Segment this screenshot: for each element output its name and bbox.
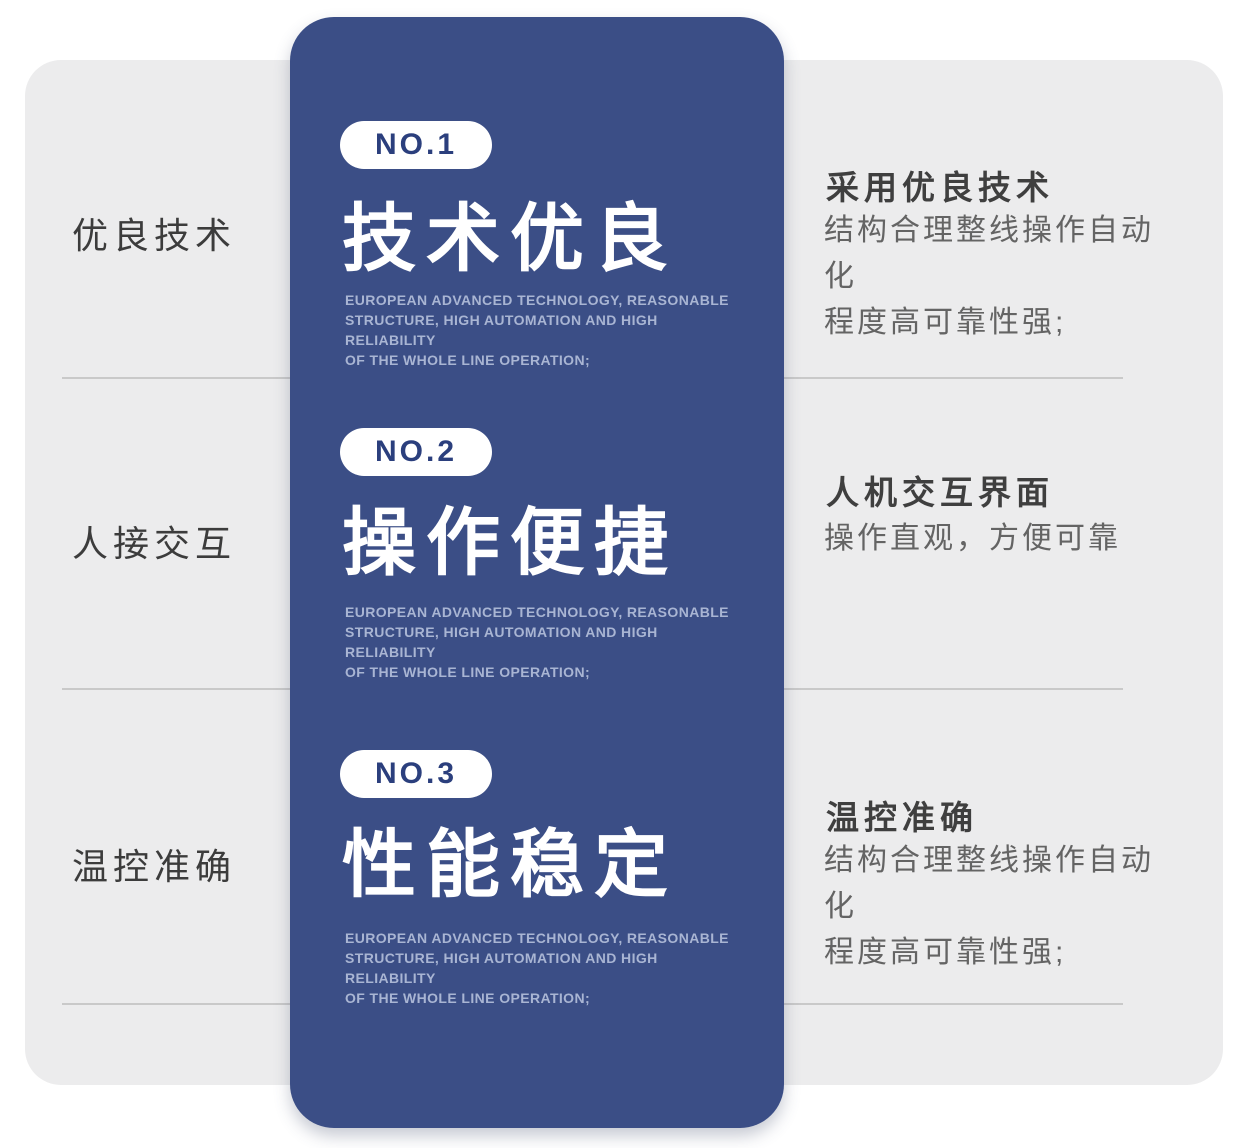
right-body-section-3: 结构合理整线操作自动化 程度高可靠性强;	[824, 838, 1184, 976]
rank-badge-no2: NO.2	[340, 428, 492, 476]
right-body-section-1-line-1: 结构合理整线操作自动化	[824, 214, 1154, 293]
feature-english-text-3-line-1: EUROPEAN ADVANCED TECHNOLOGY, REASONABLE	[345, 930, 729, 946]
feature-english-text-2-line-3: OF THE WHOLE LINE OPERATION;	[345, 664, 591, 680]
blue-feature-panel: NO.1 技术优良 EUROPEAN ADVANCED TECHNOLOGY, …	[290, 17, 784, 1128]
feature-english-text-1-line-3: OF THE WHOLE LINE OPERATION;	[345, 352, 591, 368]
rank-badge-no3-label: NO.3	[374, 757, 458, 790]
right-body-section-2: 操作直观，方便可靠	[824, 516, 1184, 562]
left-label-section-2: 人接交互	[72, 523, 237, 564]
left-label-section-3: 温控准确	[72, 846, 237, 887]
right-body-section-1-line-2: 程度高可靠性强;	[824, 306, 1067, 339]
feature-title-3: 性能稳定	[342, 823, 678, 906]
rank-badge-no3: NO.3	[340, 750, 492, 798]
feature-title-2: 操作便捷	[342, 501, 678, 584]
feature-english-text-2-line-1: EUROPEAN ADVANCED TECHNOLOGY, REASONABLE	[345, 604, 729, 620]
feature-english-text-3: EUROPEAN ADVANCED TECHNOLOGY, REASONABLE…	[345, 928, 745, 1008]
right-body-section-1: 结构合理整线操作自动化 程度高可靠性强;	[824, 208, 1184, 346]
rank-badge-no2-label: NO.2	[374, 435, 458, 468]
left-label-section-1: 优良技术	[72, 215, 237, 256]
feature-english-text-2: EUROPEAN ADVANCED TECHNOLOGY, REASONABLE…	[345, 602, 745, 682]
right-body-section-3-line-2: 程度高可靠性强;	[824, 936, 1067, 969]
feature-english-text-1-line-1: EUROPEAN ADVANCED TECHNOLOGY, REASONABLE	[345, 292, 729, 308]
right-body-section-2-line-1: 操作直观，方便可靠	[824, 522, 1121, 555]
feature-english-text-1: EUROPEAN ADVANCED TECHNOLOGY, REASONABLE…	[345, 290, 745, 370]
right-heading-section-1: 采用优良技术	[826, 169, 1054, 206]
right-heading-section-2: 人机交互界面	[826, 474, 1054, 511]
feature-english-text-3-line-2: STRUCTURE, HIGH AUTOMATION AND HIGH RELI…	[345, 950, 658, 986]
rank-badge-no1-label: NO.1	[374, 128, 458, 161]
rank-badge-no1: NO.1	[340, 121, 492, 169]
feature-english-text-3-line-3: OF THE WHOLE LINE OPERATION;	[345, 990, 591, 1006]
feature-english-text-2-line-2: STRUCTURE, HIGH AUTOMATION AND HIGH RELI…	[345, 624, 658, 660]
right-heading-section-3: 温控准确	[826, 799, 978, 836]
right-body-section-3-line-1: 结构合理整线操作自动化	[824, 844, 1154, 923]
feature-english-text-1-line-2: STRUCTURE, HIGH AUTOMATION AND HIGH RELI…	[345, 312, 658, 348]
feature-title-1: 技术优良	[342, 197, 678, 280]
